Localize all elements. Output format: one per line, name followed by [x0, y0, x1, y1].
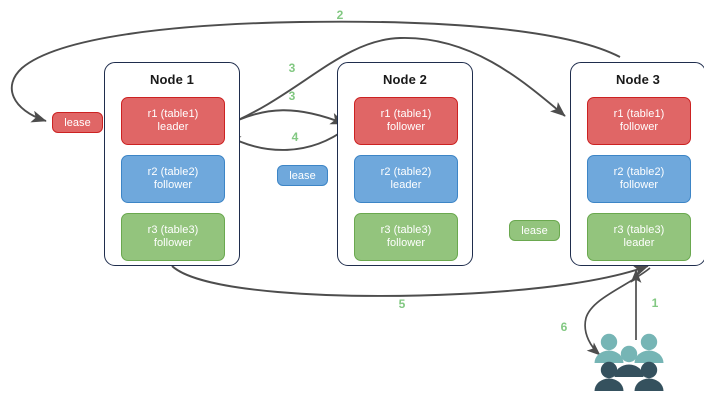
replica-label-line1: r1 (table1)	[147, 107, 199, 120]
node-3-replica-r2[interactable]: r2 (table2) follower	[587, 155, 691, 203]
arrow-step-3-to-node2	[221, 109, 346, 129]
step-label-2: 2	[336, 8, 344, 22]
step-label-3-short: 3	[288, 89, 296, 103]
lease-badge-r2[interactable]: lease	[277, 165, 328, 186]
replica-label-line2: follower	[153, 237, 193, 249]
replica-label-line2: follower	[619, 121, 659, 133]
node-1-title: Node 1	[150, 72, 194, 87]
arrow-step-5	[171, 265, 649, 297]
step-label-4: 4	[291, 130, 299, 144]
replica-label-line1: r1 (table1)	[613, 107, 665, 120]
node-3-replica-r3[interactable]: r3 (table3) leader	[587, 213, 691, 261]
lease-badge-r3[interactable]: lease	[509, 220, 560, 241]
node-1-replica-r2[interactable]: r2 (table2) follower	[121, 155, 225, 203]
node-1-replica-r3[interactable]: r3 (table3) follower	[121, 213, 225, 261]
replica-label-line1: r3 (table3)	[147, 223, 199, 236]
replica-label-line1: r2 (table2)	[147, 165, 199, 178]
node-2-title: Node 2	[383, 72, 427, 87]
replica-label-line2: follower	[153, 179, 193, 191]
arrow-step-2	[10, 20, 621, 123]
lease-badge-r1[interactable]: lease	[52, 112, 103, 133]
replica-label-line1: r3 (table3)	[613, 223, 665, 236]
replica-label-line2: follower	[386, 237, 426, 249]
node-1-replica-r1[interactable]: r1 (table1) leader	[121, 97, 225, 145]
step-label-5: 5	[398, 297, 406, 311]
replica-label-line2: leader	[390, 179, 422, 191]
node-3-title: Node 3	[616, 72, 660, 87]
replica-label-line2: leader	[623, 237, 655, 249]
node-2-replica-r2[interactable]: r2 (table2) leader	[354, 155, 458, 203]
replica-label-line2: leader	[157, 121, 189, 133]
replica-label-line2: follower	[386, 121, 426, 133]
node-2-replica-r1[interactable]: r1 (table1) follower	[354, 97, 458, 145]
step-label-6: 6	[560, 320, 568, 334]
node-3-box[interactable]: Node 3 r1 (table1) follower r2 (table2) …	[570, 62, 704, 266]
replica-label-line1: r2 (table2)	[613, 165, 665, 178]
node-2-box[interactable]: Node 2 r1 (table1) follower r2 (table2) …	[337, 62, 473, 266]
replica-label-line1: r1 (table1)	[380, 107, 432, 120]
step-label-3-long: 3	[288, 61, 296, 75]
replica-label-line2: follower	[619, 179, 659, 191]
node-3-replica-r1[interactable]: r1 (table1) follower	[587, 97, 691, 145]
node-2-replica-r3[interactable]: r3 (table3) follower	[354, 213, 458, 261]
people-group-icon	[594, 333, 664, 391]
replica-label-line1: r2 (table2)	[380, 165, 432, 178]
replica-label-line1: r3 (table3)	[380, 223, 432, 236]
step-label-1: 1	[651, 296, 659, 310]
node-1-box[interactable]: Node 1 r1 (table1) leader r2 (table2) fo…	[104, 62, 240, 266]
